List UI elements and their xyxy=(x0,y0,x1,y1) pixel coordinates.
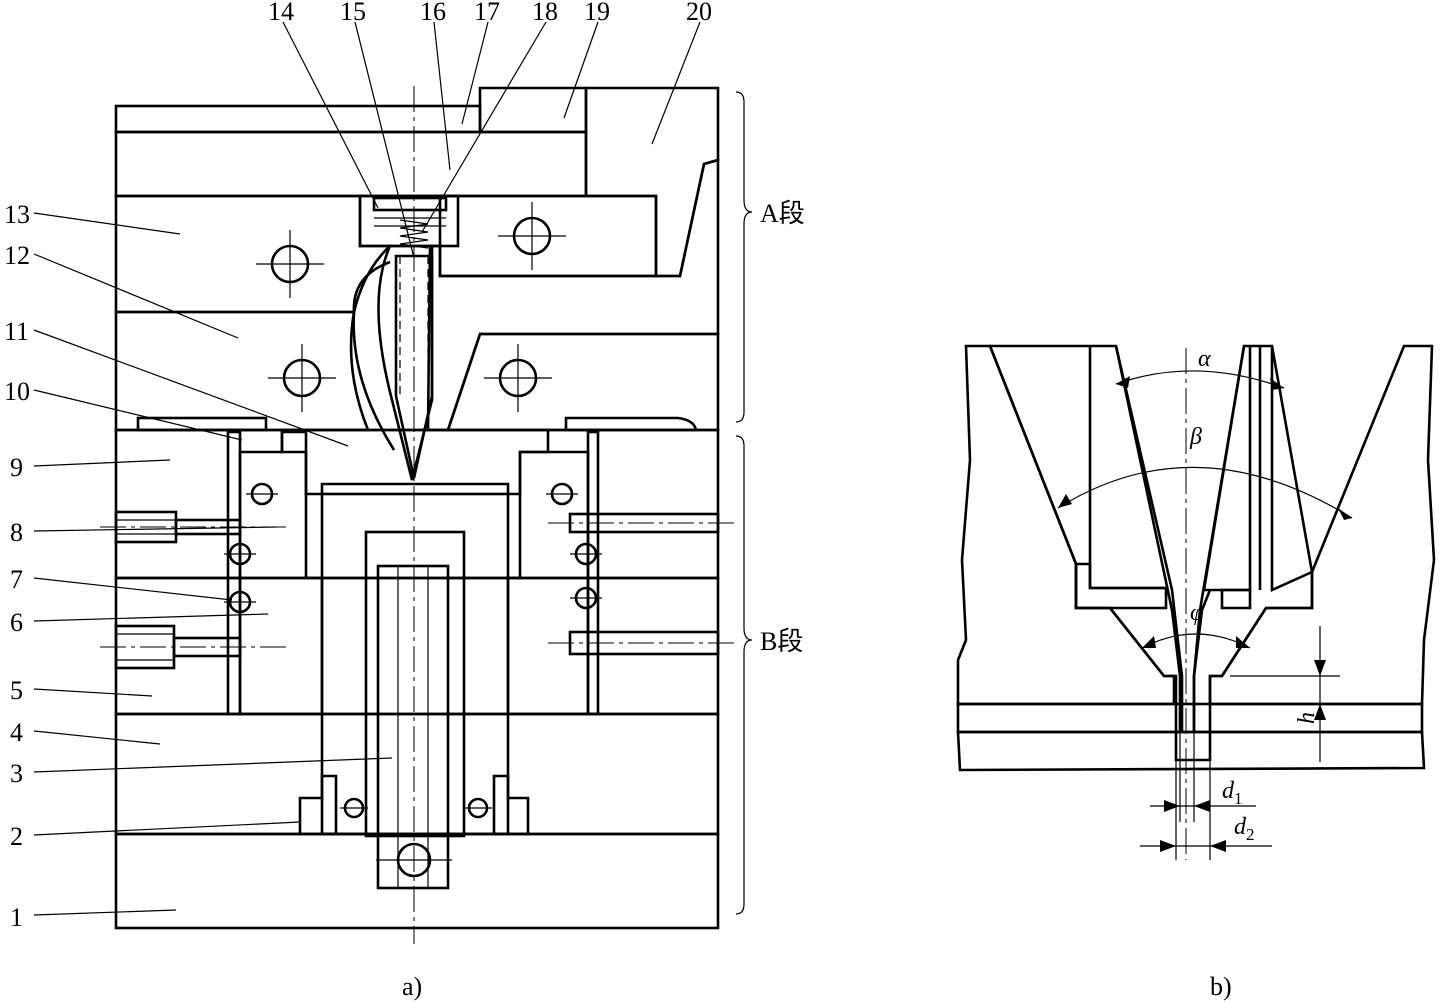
label-5: 5 xyxy=(10,676,23,705)
label-19: 19 xyxy=(584,0,610,26)
label-11: 11 xyxy=(4,317,29,346)
caption-a: a) xyxy=(402,972,422,1001)
bushing-2-left xyxy=(298,774,338,836)
nozzle-cap xyxy=(372,196,448,212)
part-19 xyxy=(478,86,588,134)
nozzle-insulation xyxy=(352,260,396,451)
ejector-rod xyxy=(376,564,450,890)
plate-12 xyxy=(114,310,370,432)
plate-16 xyxy=(114,130,588,198)
nozzle-head xyxy=(358,194,460,248)
core-insert xyxy=(364,530,466,838)
beta-arc xyxy=(1057,466,1353,519)
figure-b: α β φ h d1 d2 b) xyxy=(956,344,1436,1001)
insulating-plate xyxy=(114,104,482,134)
figure-a: 1 2 3 4 5 6 7 8 9 10 11 12 13 14 15 16 1… xyxy=(4,0,805,1001)
valve-pin xyxy=(394,254,434,479)
label-18: 18 xyxy=(532,0,558,26)
brace-a xyxy=(735,91,753,423)
label-1: 1 xyxy=(10,903,23,932)
phi-label: φ xyxy=(1190,600,1203,626)
leader-lines xyxy=(33,21,701,916)
label-2: 2 xyxy=(10,822,23,851)
cavity-insert-left xyxy=(238,430,324,716)
gate-plate xyxy=(280,428,550,496)
label-9: 9 xyxy=(10,453,23,482)
beta-label: β xyxy=(1189,424,1202,450)
label-3: 3 xyxy=(10,759,23,788)
plate-12-right xyxy=(446,332,720,432)
label-15: 15 xyxy=(340,0,366,26)
caption-b: b) xyxy=(1210,972,1232,1001)
b-insert-left xyxy=(1074,562,1168,610)
guide-ring-right xyxy=(586,430,600,716)
d1-label: d1 xyxy=(1222,778,1243,808)
label-20: 20 xyxy=(686,0,712,26)
label-8: 8 xyxy=(10,518,23,547)
plate-5 xyxy=(114,576,720,716)
b-bottom-strip xyxy=(956,730,1426,772)
b-plate-right xyxy=(1208,344,1436,706)
part-labels: 1 2 3 4 5 6 7 8 9 10 11 12 13 14 15 16 1… xyxy=(4,0,712,932)
nozzle-body xyxy=(377,244,434,481)
plate-1 xyxy=(114,832,720,930)
hot-runner-manifold xyxy=(426,158,720,432)
label-6: 6 xyxy=(10,608,23,637)
label-12: 12 xyxy=(4,241,30,270)
b-plate-left xyxy=(956,344,1176,706)
bushing-2-right xyxy=(492,774,530,836)
plate-13 xyxy=(114,194,394,314)
plate-9 xyxy=(114,428,720,580)
label-10: 10 xyxy=(4,377,30,406)
guide-ring-left xyxy=(226,430,242,716)
core-cavity xyxy=(320,492,510,836)
label-4: 4 xyxy=(10,718,23,747)
cooling-channels xyxy=(228,216,598,878)
spring-icon xyxy=(399,219,429,249)
part-20 xyxy=(584,86,720,278)
label-16: 16 xyxy=(420,0,446,26)
d2-label: d2 xyxy=(1234,814,1255,844)
b-insert-right xyxy=(1220,588,1252,610)
b-nozzle-tip xyxy=(988,344,1314,734)
label-7: 7 xyxy=(10,565,23,594)
h-label: h xyxy=(1294,712,1320,724)
label-14: 14 xyxy=(268,0,294,26)
plate-4 xyxy=(114,712,720,836)
top-strip-right xyxy=(564,416,698,432)
alpha-arc xyxy=(1115,370,1285,389)
label-13: 13 xyxy=(4,200,30,229)
section-a-label: A段 xyxy=(760,199,805,228)
section-b-label: B段 xyxy=(760,627,803,656)
label-17: 17 xyxy=(474,0,500,26)
alpha-label: α xyxy=(1198,346,1211,372)
brace-b xyxy=(735,435,753,915)
